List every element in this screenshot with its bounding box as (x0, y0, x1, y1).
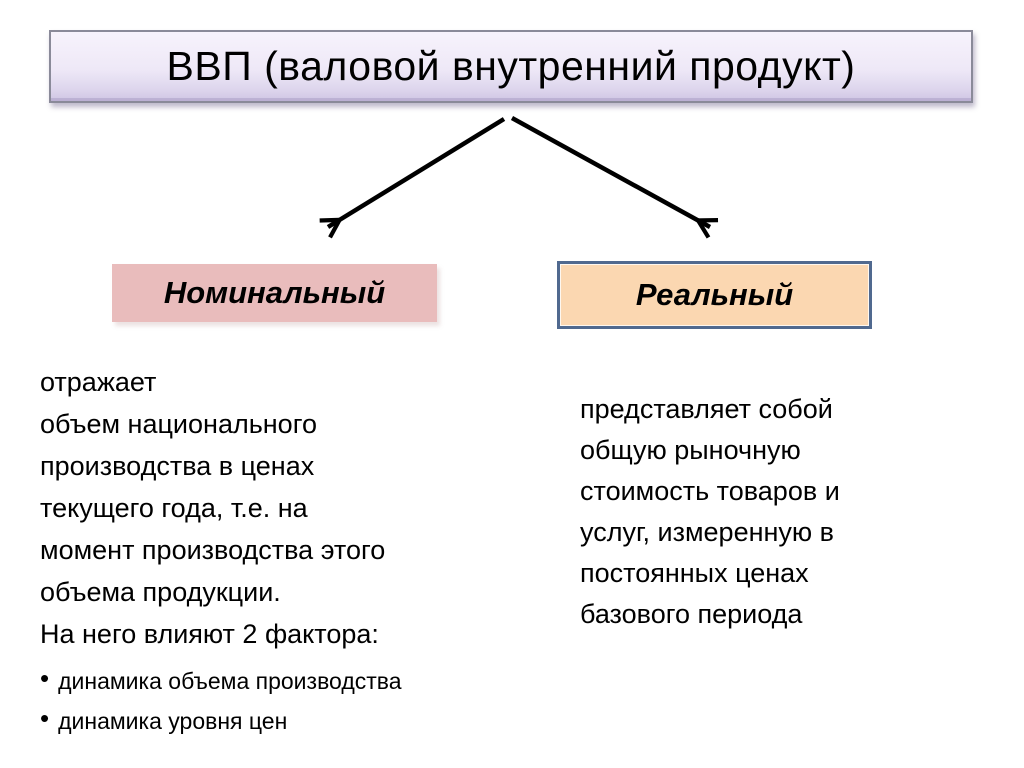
bullet-icon: • (40, 703, 50, 733)
real-description-line: представляет собой (580, 394, 833, 424)
list-item: • динамика уровня цен (40, 700, 520, 740)
bullet-icon: • (40, 663, 50, 693)
nominal-description-line: момент производства этого (40, 535, 386, 565)
real-description-line: стоимость товаров и (580, 476, 840, 506)
real-description-line: услуг, измеренную в (580, 517, 834, 547)
real-description-line: общую рыночную (580, 435, 801, 465)
nominal-description-line: текущего года, т.е. на (40, 493, 308, 523)
real-description: представляет собой общую рыночную стоимо… (580, 389, 920, 635)
real-description-line: постоянных ценах (580, 558, 809, 588)
real-label: Реальный (635, 277, 794, 312)
arrow-to-real (510, 116, 719, 239)
nominal-label: Номинальный (163, 275, 386, 310)
nominal-description-line: производства в ценах (40, 451, 315, 481)
real-label-box: Реальный (557, 261, 872, 329)
nominal-description-line: отражает (40, 367, 157, 397)
nominal-description: отражает объем национального производств… (40, 361, 520, 740)
arrow-to-nominal (319, 117, 506, 239)
factor-text: динамика объема производства (58, 668, 402, 694)
list-item: • динамика объема производства (40, 660, 520, 700)
nominal-description-line: объема продукции. (40, 577, 281, 607)
nominal-factors-list: • динамика объема производства • динамика … (40, 660, 520, 740)
real-description-line: базового периода (580, 599, 803, 629)
gdp-title: ВВП (валовой внутренний продукт) (166, 43, 856, 89)
gdp-title-box: ВВП (валовой внутренний продукт) (49, 30, 973, 103)
nominal-description-line: На него влияют 2 фактора: (40, 619, 379, 649)
nominal-description-line: объем национального (40, 409, 317, 439)
nominal-label-box: Номинальный (112, 264, 437, 322)
factor-text: динамика уровня цен (58, 708, 288, 734)
